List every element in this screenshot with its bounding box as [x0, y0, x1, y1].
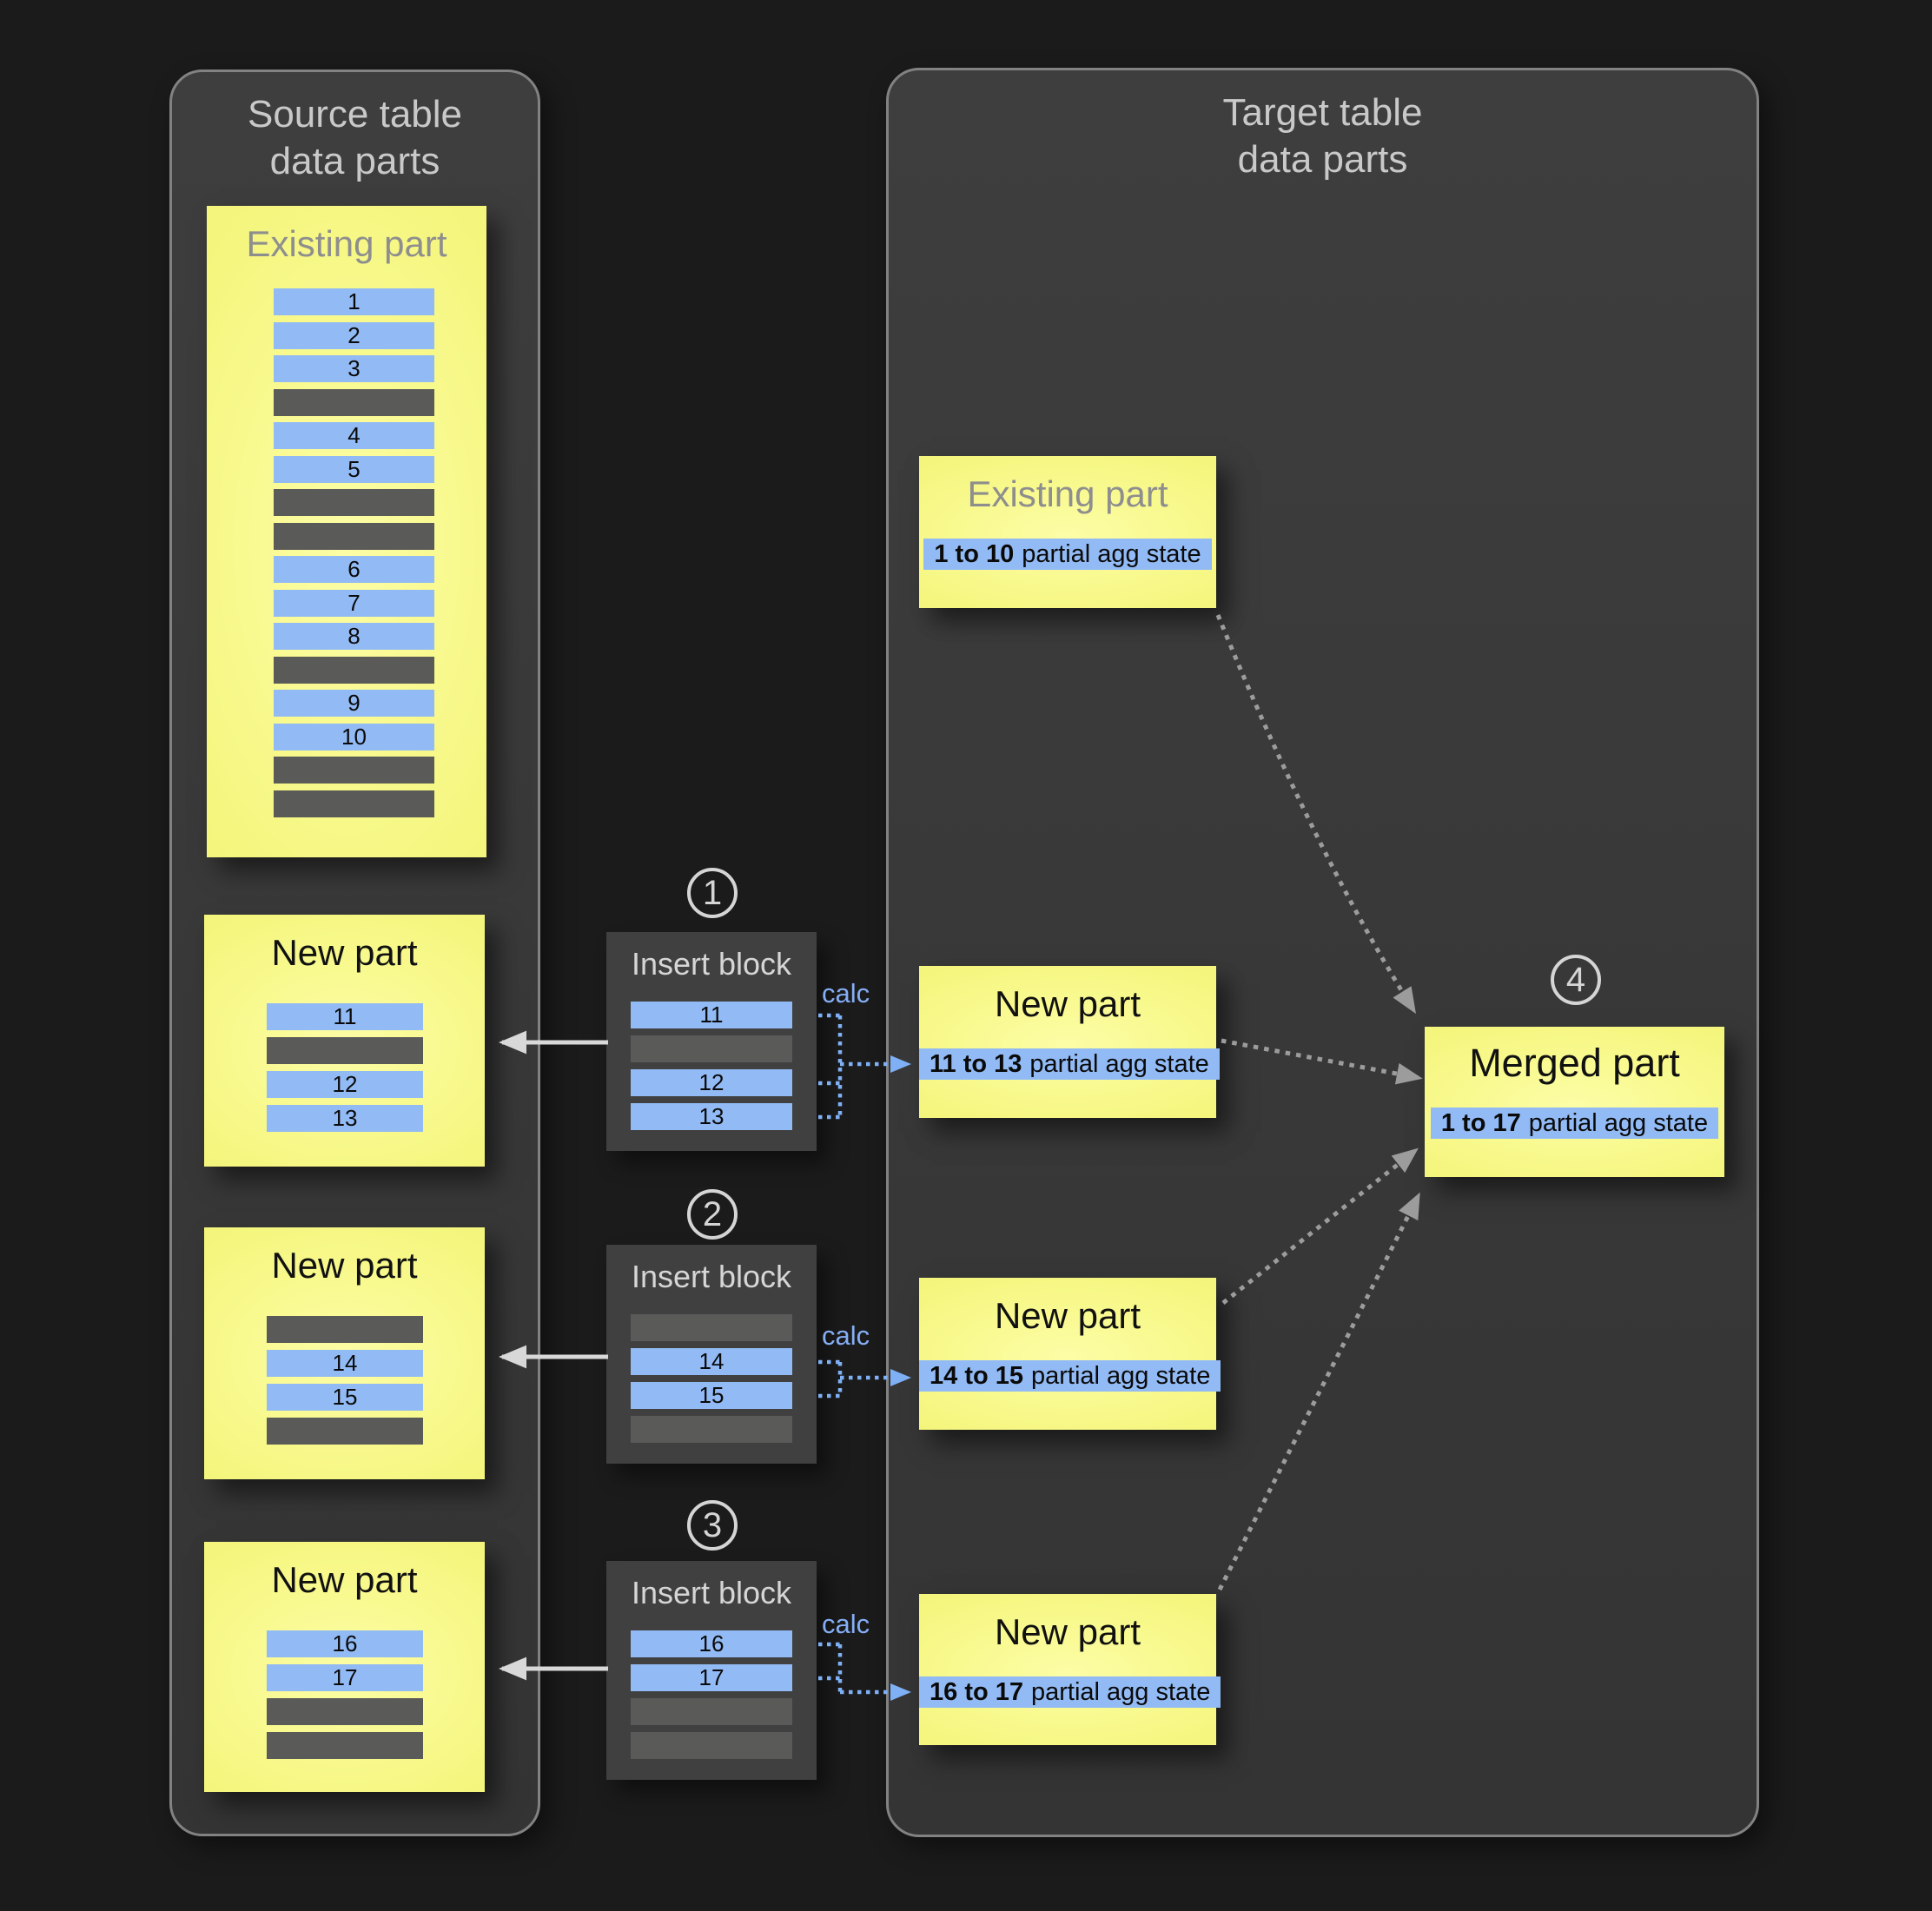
step-4-badge-icon: 4	[1551, 955, 1601, 1005]
agg-range: 16 to 17	[930, 1678, 1023, 1706]
target-new-part-3: New part 16 to 17 partial agg state	[919, 1594, 1221, 1745]
agg-text: partial agg state	[1031, 1678, 1211, 1706]
calc-connector-1	[818, 1013, 843, 1120]
insert-block-1-rows: 11 12 13	[631, 1002, 792, 1130]
data-row: 14	[267, 1350, 423, 1377]
calc-label-3: calc	[822, 1609, 870, 1639]
source-new-part-1-title: New part	[271, 932, 418, 973]
empty-row	[274, 388, 434, 416]
source-existing-part-title: Existing part	[246, 223, 447, 264]
data-row: 4	[274, 422, 434, 449]
empty-row	[631, 1035, 792, 1062]
data-row: 1	[274, 288, 434, 315]
empty-row	[274, 489, 434, 516]
calc-label-2: calc	[822, 1320, 870, 1351]
agg-text: partial agg state	[1528, 1109, 1709, 1137]
empty-row	[631, 1416, 792, 1443]
agg-text: partial agg state	[1022, 540, 1201, 568]
empty-row	[631, 1732, 792, 1759]
empty-row	[631, 1314, 792, 1341]
step-2-badge-icon: 2	[687, 1189, 738, 1240]
target-new-part-2: New part 14 to 15 partial agg state	[919, 1278, 1221, 1430]
source-new-part-3-title: New part	[271, 1559, 418, 1600]
data-row: 17	[267, 1664, 423, 1691]
data-row: 8	[274, 623, 434, 650]
data-row: 16	[631, 1630, 792, 1657]
empty-row	[267, 1037, 423, 1064]
empty-row	[631, 1698, 792, 1725]
step-3-badge-icon: 3	[687, 1500, 738, 1551]
source-existing-part: Existing part 1 2 3 4 5 6 7 8 9 10	[207, 206, 486, 857]
empty-row	[267, 1418, 423, 1445]
source-existing-part-rows: 1 2 3 4 5 6 7 8 9 10	[274, 288, 434, 817]
empty-row	[267, 1698, 423, 1725]
data-row: 12	[631, 1069, 792, 1096]
agg-range: 14 to 15	[930, 1362, 1023, 1390]
insert-block-1-title: Insert block	[631, 946, 792, 982]
data-row: 13	[631, 1103, 792, 1130]
insert-block-3-title: Insert block	[631, 1575, 792, 1610]
empty-row	[274, 757, 434, 784]
data-row: 5	[274, 455, 434, 483]
data-row: 15	[631, 1382, 792, 1409]
empty-row	[267, 1316, 423, 1343]
data-row: 9	[274, 690, 434, 717]
source-new-part-1: New part 11 12 13	[204, 915, 485, 1167]
source-new-part-2-title: New part	[271, 1245, 418, 1286]
data-row: 11	[267, 1003, 423, 1030]
data-row: 16	[267, 1630, 423, 1657]
data-row: 7	[274, 589, 434, 617]
data-row: 6	[274, 556, 434, 583]
source-panel-title: Source table data parts	[247, 93, 463, 182]
data-row: 11	[631, 1002, 792, 1028]
source-new-part-1-rows: 11 12 13	[267, 1003, 423, 1132]
data-row: 3	[274, 355, 434, 382]
calc-connector-2	[818, 1359, 843, 1399]
data-row: 12	[267, 1071, 423, 1098]
calc-connector-3	[818, 1642, 843, 1692]
data-row: 13	[267, 1105, 423, 1132]
agg-range: 1 to 10	[934, 540, 1015, 568]
agg-range: 11 to 13	[930, 1050, 1022, 1078]
agg-range: 1 to 17	[1440, 1109, 1521, 1137]
agg-text: partial agg state	[1031, 1362, 1211, 1390]
target-new-part-2-title: New part	[994, 1295, 1141, 1336]
target-panel-title: Target table data parts	[1222, 91, 1423, 181]
target-new-part-1-title: New part	[994, 983, 1141, 1024]
insert-block-1: Insert block 11 12 13	[606, 932, 817, 1151]
data-row: 17	[631, 1664, 792, 1691]
empty-row	[274, 522, 434, 550]
step-1-badge-icon: 1	[687, 868, 738, 918]
empty-row	[274, 790, 434, 817]
calc-label-1: calc	[822, 978, 870, 1008]
target-panel: Target table data parts	[886, 68, 1759, 1837]
agg-state-14-to-15: 14 to 15 partial agg state	[919, 1360, 1221, 1392]
data-row: 15	[267, 1384, 423, 1411]
data-row: 14	[631, 1348, 792, 1375]
data-row: 10	[274, 723, 434, 751]
target-existing-part-title: Existing part	[967, 473, 1168, 514]
empty-row	[274, 656, 434, 684]
data-row: 2	[274, 321, 434, 349]
target-merged-part-title: Merged part	[1469, 1041, 1680, 1085]
insert-block-2-title: Insert block	[631, 1259, 792, 1294]
agg-state-16-to-17: 16 to 17 partial agg state	[919, 1676, 1221, 1708]
empty-row	[267, 1732, 423, 1759]
agg-text: partial agg state	[1029, 1050, 1209, 1078]
target-new-part-3-title: New part	[994, 1611, 1141, 1652]
